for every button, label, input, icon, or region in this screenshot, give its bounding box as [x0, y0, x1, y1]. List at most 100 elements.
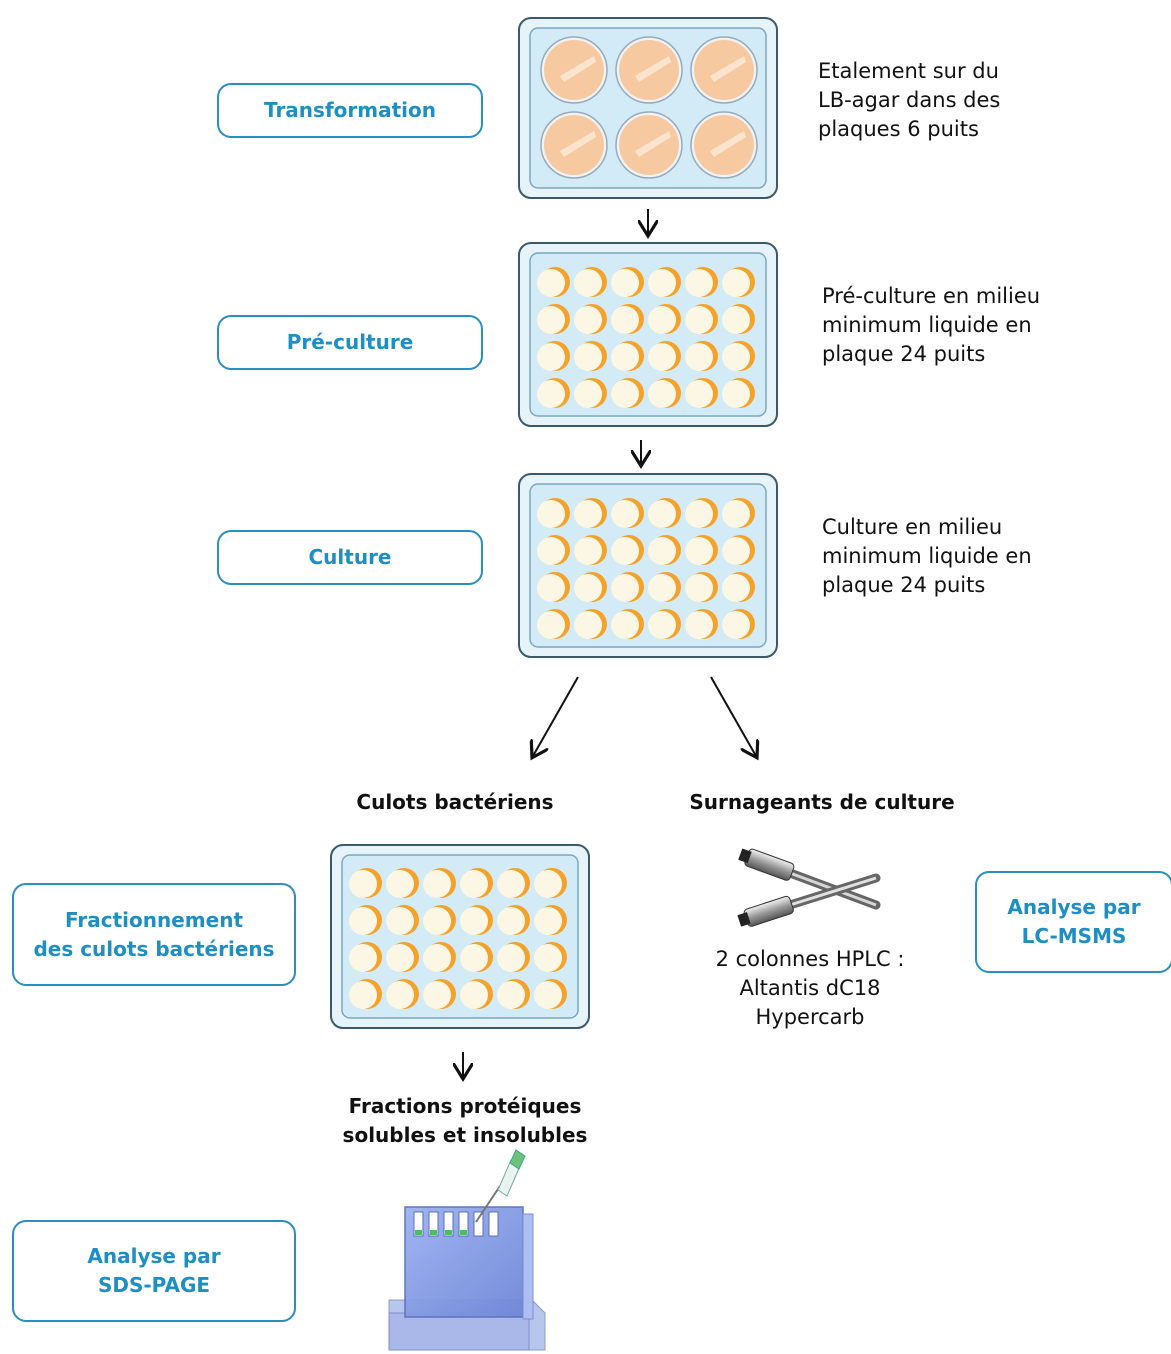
- well: [648, 304, 681, 334]
- well: [722, 378, 755, 408]
- well: [648, 609, 681, 639]
- well: [722, 267, 755, 297]
- well: [722, 535, 755, 565]
- well: [534, 868, 567, 898]
- well: [534, 905, 567, 935]
- well: [685, 378, 718, 408]
- agar-well: [540, 36, 608, 104]
- well: [460, 868, 493, 898]
- well: [722, 498, 755, 528]
- hplc-columns-icon: [737, 848, 881, 927]
- well: [648, 267, 681, 297]
- label-culots: Culots bactériens: [356, 790, 554, 814]
- well: [537, 378, 570, 408]
- well: [460, 979, 493, 1009]
- well: [648, 341, 681, 371]
- well: [648, 378, 681, 408]
- well: [423, 979, 456, 1009]
- well: [423, 942, 456, 972]
- label-surnageants: Surnageants de culture: [689, 790, 955, 814]
- step-fractionnement[interactable]: Fractionnement des culots bactériens: [12, 883, 296, 986]
- agar-well: [540, 111, 608, 179]
- agar-well: [690, 111, 758, 179]
- step-preculture[interactable]: Pré-culture: [217, 315, 483, 370]
- step-analyse-sdspage[interactable]: Analyse par SDS-PAGE: [12, 1220, 296, 1322]
- well: [386, 979, 419, 1009]
- step-culture[interactable]: Culture: [217, 530, 483, 585]
- well: [386, 868, 419, 898]
- well: [460, 942, 493, 972]
- well: [611, 378, 644, 408]
- desc-hplc-columns: 2 colonnes HPLC : Altantis dC18 Hypercar…: [715, 947, 905, 1029]
- arrow-culture-to-surnageants: [710, 676, 756, 756]
- well: [574, 609, 607, 639]
- well: [537, 341, 570, 371]
- well: [497, 868, 530, 898]
- well: [534, 942, 567, 972]
- desc-transformation: Etalement sur du LB-agar dans des plaque…: [818, 59, 1001, 141]
- six-well-plate: [518, 17, 778, 199]
- well: [349, 905, 382, 935]
- well: [497, 979, 530, 1009]
- desc-culture: Culture en milieu minimum liquide en pla…: [822, 515, 1032, 597]
- well: [537, 267, 570, 297]
- agar-well: [615, 111, 683, 179]
- sds-page-gel-tank-icon: [388, 1149, 546, 1351]
- well: [722, 341, 755, 371]
- step-analyse-lcmsms[interactable]: Analyse par LC-MSMS: [975, 871, 1171, 973]
- well: [685, 609, 718, 639]
- well: [386, 942, 419, 972]
- well: [386, 905, 419, 935]
- well: [611, 572, 644, 602]
- well: [611, 498, 644, 528]
- well: [537, 572, 570, 602]
- well: [460, 905, 493, 935]
- well: [648, 498, 681, 528]
- well: [574, 378, 607, 408]
- well: [574, 267, 607, 297]
- well: [648, 572, 681, 602]
- well: [685, 341, 718, 371]
- desc-preculture: Pré-culture en milieu minimum liquide en…: [822, 284, 1041, 366]
- well: [611, 609, 644, 639]
- well: [537, 498, 570, 528]
- well: [574, 304, 607, 334]
- well: [349, 868, 382, 898]
- well: [722, 304, 755, 334]
- well: [349, 979, 382, 1009]
- well: [685, 267, 718, 297]
- well: [611, 341, 644, 371]
- well: [722, 572, 755, 602]
- well: [423, 868, 456, 898]
- well: [722, 609, 755, 639]
- well: [537, 609, 570, 639]
- well: [648, 535, 681, 565]
- well: [497, 905, 530, 935]
- well: [685, 572, 718, 602]
- well: [611, 267, 644, 297]
- well: [685, 304, 718, 334]
- well: [574, 341, 607, 371]
- well: [537, 535, 570, 565]
- well: [574, 498, 607, 528]
- well: [685, 535, 718, 565]
- preculture-24-well-plate: [518, 242, 778, 427]
- well: [497, 942, 530, 972]
- well: [537, 304, 570, 334]
- agar-well: [615, 36, 683, 104]
- agar-well: [690, 36, 758, 104]
- well: [534, 979, 567, 1009]
- well: [685, 498, 718, 528]
- well: [349, 942, 382, 972]
- label-fractions: Fractions protéiques solubles et insolub…: [342, 1094, 588, 1147]
- step-transformation[interactable]: Transformation: [217, 83, 483, 138]
- well: [574, 535, 607, 565]
- arrow-culture-to-culots: [533, 676, 579, 756]
- culots-24-well-plate: [330, 844, 590, 1029]
- culture-24-well-plate: [518, 473, 778, 658]
- well: [611, 535, 644, 565]
- well: [423, 905, 456, 935]
- well: [611, 304, 644, 334]
